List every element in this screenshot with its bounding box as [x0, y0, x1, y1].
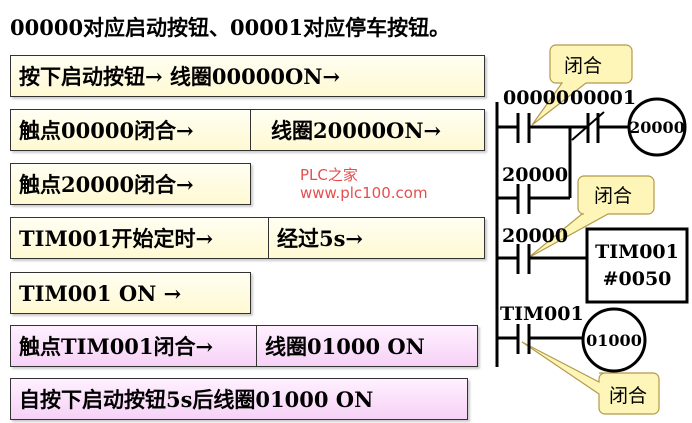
- step-7: 自按下启动按钮5s后线圈01000 ON: [10, 378, 468, 420]
- label-00001: 00001: [570, 87, 636, 109]
- callout-1: [531, 44, 633, 126]
- coil-01000: [581, 307, 647, 373]
- label-timer: TIM001: [595, 241, 679, 263]
- step-6b: 线圈01000 ON: [256, 325, 478, 367]
- label-20000: 20000: [502, 225, 568, 247]
- callout-1-text: 闭合: [564, 55, 602, 77]
- page-title: 00000对应启动按钮、00001对应停车按钮。: [10, 15, 451, 40]
- step-4b: 经过5s→: [268, 217, 485, 259]
- label-20000-seal: 20000: [502, 164, 568, 186]
- step-2b: 线圈20000ON→: [250, 109, 485, 151]
- watermark-brand: PLC之家: [300, 166, 358, 184]
- callout-3: [521, 341, 660, 415]
- label-00000: 00000: [503, 87, 569, 109]
- step-5: TIM001 ON →: [10, 272, 251, 314]
- step-3: 触点20000闭合→: [10, 163, 251, 205]
- step-1: 按下启动按钮→ 线圈00000ON→: [10, 55, 485, 97]
- callout-3-text: 闭合: [609, 385, 647, 407]
- label-timer-preset: #0050: [603, 268, 672, 290]
- step-4a: TIM001开始定时→: [10, 217, 269, 259]
- callout-2: [527, 175, 655, 259]
- label-tim001: TIM001: [500, 303, 584, 325]
- label-coil-20000: 20000: [629, 118, 685, 137]
- callout-2-text: 闭合: [594, 185, 632, 207]
- label-coil-01000: 01000: [586, 331, 642, 350]
- step-6a: 触点TIM001闭合→: [10, 325, 257, 367]
- watermark-url: www.plc100.com: [300, 184, 428, 202]
- timer-box: [585, 227, 689, 304]
- coil-20000: [627, 97, 687, 157]
